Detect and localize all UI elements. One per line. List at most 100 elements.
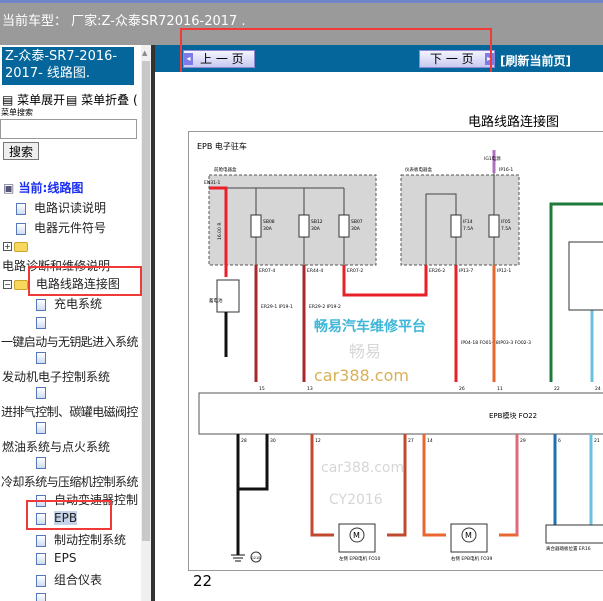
svg-text:7.5A: 7.5A xyxy=(501,226,512,232)
svg-text:7.5A: 7.5A xyxy=(463,226,474,232)
diagram-page-title: 电路线路连接图 xyxy=(468,115,560,130)
document-icon xyxy=(16,222,26,235)
svg-text:30A: 30A xyxy=(351,226,361,232)
epb-module xyxy=(198,392,603,435)
tree-item-label[interactable]: 进排气控制、碳罐电磁阀控 xyxy=(1,405,138,419)
svg-text:EN31-1: EN31-1 xyxy=(204,180,221,186)
sidebar: Z-众泰-SR7-2016-2017- 线路图. ▤ 菜单展开 ▤ 菜单折叠 (… xyxy=(0,45,151,601)
search-button[interactable]: 搜索 xyxy=(3,142,39,160)
svg-text:IP12-1: IP12-1 xyxy=(497,268,511,274)
document-icon xyxy=(36,386,46,399)
document-icon xyxy=(36,421,46,434)
svg-text:15: 15 xyxy=(259,386,265,392)
box-label: 仪表板电器盒 xyxy=(405,166,432,173)
svg-text:G210: G210 xyxy=(251,556,260,560)
svg-text:24: 24 xyxy=(595,386,601,392)
svg-text:car388.com: car388.com xyxy=(321,460,404,476)
box-label: 前舱电器盒 xyxy=(214,166,237,173)
svg-text:IF05: IF05 xyxy=(501,219,511,225)
document-icon xyxy=(36,512,46,525)
tree-item-label[interactable]: 发动机电子控制系统 xyxy=(2,370,111,384)
document-icon xyxy=(36,552,46,565)
tree-item[interactable]: 电路识读说明 xyxy=(16,199,106,216)
document-icon xyxy=(36,316,46,329)
document-icon xyxy=(36,351,46,364)
svg-text:畅易汽车维修平台: 畅易汽车维修平台 xyxy=(314,318,426,335)
svg-text:21: 21 xyxy=(594,438,600,444)
watermark: car388.com 畅易汽车维修平台 畅易 car388.com CY2016 xyxy=(314,318,426,508)
svg-text:IF14: IF14 xyxy=(463,219,473,225)
tree-item[interactable] xyxy=(36,420,54,434)
sidebar-scrollbar[interactable]: ▲ xyxy=(141,45,151,601)
tree-item-label[interactable]: 燃油系统与点火系统 xyxy=(2,440,111,454)
svg-text:14: 14 xyxy=(427,438,433,444)
tree-item-label[interactable]: 冷却系统与压缩机控制系统 xyxy=(1,475,138,489)
svg-text:30: 30 xyxy=(270,438,276,444)
tree-item[interactable] xyxy=(36,591,54,601)
tree-item[interactable] xyxy=(36,350,54,364)
svg-text:IP16-1: IP16-1 xyxy=(499,167,513,173)
top-bar: 当前车型： 厂家:Z-众泰SR72016-2017 . xyxy=(0,0,603,45)
folder-icon xyxy=(14,241,28,252)
svg-text:ER26-2: ER26-2 xyxy=(429,268,445,274)
scrollbar-thumb[interactable] xyxy=(142,61,150,541)
tree-item[interactable]: EPS xyxy=(36,551,76,565)
tree-item[interactable]: 组合仪表 xyxy=(36,571,102,588)
next-page-button[interactable]: 下 一 页▸ xyxy=(419,50,495,68)
svg-text:13: 13 xyxy=(307,386,313,392)
svg-text:car388.com: car388.com xyxy=(314,366,409,385)
tree-item[interactable]: 制动控制系统 xyxy=(36,531,126,548)
module-label: EPB模块 FO22 xyxy=(489,411,537,420)
tree-item[interactable] xyxy=(36,455,54,469)
svg-text:IP03-3 FO02-3: IP03-3 FO02-3 xyxy=(499,340,531,346)
folder-open-icon xyxy=(14,279,28,290)
tree-item[interactable] xyxy=(36,385,54,399)
content-area xyxy=(155,72,603,601)
refresh-link[interactable]: [刷新当前页] xyxy=(500,54,571,68)
svg-text:30A: 30A xyxy=(311,226,321,232)
tree-folder[interactable]: + xyxy=(3,239,32,253)
svg-text:22: 22 xyxy=(554,386,560,392)
motor-icon: M xyxy=(353,531,360,540)
svg-text:12: 12 xyxy=(315,438,321,444)
tree-item[interactable] xyxy=(36,315,54,329)
expand-label: 菜单展开 xyxy=(17,93,66,107)
svg-text:SB07: SB07 xyxy=(351,219,363,225)
tree-item-selected[interactable]: EPB xyxy=(36,511,78,525)
document-icon xyxy=(36,574,46,587)
svg-text:30A: 30A xyxy=(263,226,273,232)
svg-text:左侧 EPB电机 FO10: 左侧 EPB电机 FO10 xyxy=(339,555,380,562)
svg-text:26: 26 xyxy=(459,386,465,392)
arrow-left-icon: ◂ xyxy=(184,53,193,65)
svg-text:ER44-4: ER44-4 xyxy=(307,268,323,274)
tree-root-label: 当前:线路图 xyxy=(18,181,84,195)
tree-root[interactable]: ▣ 当前:线路图 xyxy=(3,179,83,196)
divider[interactable] xyxy=(151,45,155,601)
tree-item-label[interactable]: 一键启动与无钥匙进入系统 xyxy=(1,335,138,349)
tree-item[interactable]: 电器元件符号 xyxy=(16,219,106,236)
svg-text:右侧 EPB电机 FO39: 右侧 EPB电机 FO39 xyxy=(451,555,492,562)
plus-icon[interactable]: + xyxy=(3,242,12,251)
svg-text:IP13-7: IP13-7 xyxy=(459,268,473,274)
svg-text:SB08: SB08 xyxy=(263,219,275,225)
svg-text:CY2016: CY2016 xyxy=(329,492,383,508)
scroll-up-icon[interactable]: ▲ xyxy=(142,49,148,57)
wire-label: 16.00 R xyxy=(217,223,223,240)
highlight-box xyxy=(26,500,112,530)
tree-item[interactable]: 充电系统 xyxy=(36,295,102,312)
document-icon xyxy=(36,456,46,469)
computer-icon: ▣ xyxy=(3,181,15,195)
svg-text:11: 11 xyxy=(497,386,503,392)
expand-menu[interactable]: ▤ 菜单展开 xyxy=(2,93,66,107)
prev-page-button[interactable]: ◂ 上 一 页 xyxy=(183,50,255,68)
svg-text:畅易: 畅易 xyxy=(349,342,381,361)
diagram-subtitle: EPB 电子驻车 xyxy=(197,141,247,151)
minus-icon[interactable]: − xyxy=(3,280,12,289)
search-input[interactable] xyxy=(0,119,137,139)
document-icon xyxy=(36,592,46,601)
tree-folder-open[interactable]: − 电路线路连接图 xyxy=(3,277,120,291)
arrow-right-icon: ▸ xyxy=(484,53,494,65)
collapse-menu[interactable]: ▤ 菜单折叠 ( xyxy=(66,93,138,107)
prev-label: 上 一 页 xyxy=(200,52,244,66)
